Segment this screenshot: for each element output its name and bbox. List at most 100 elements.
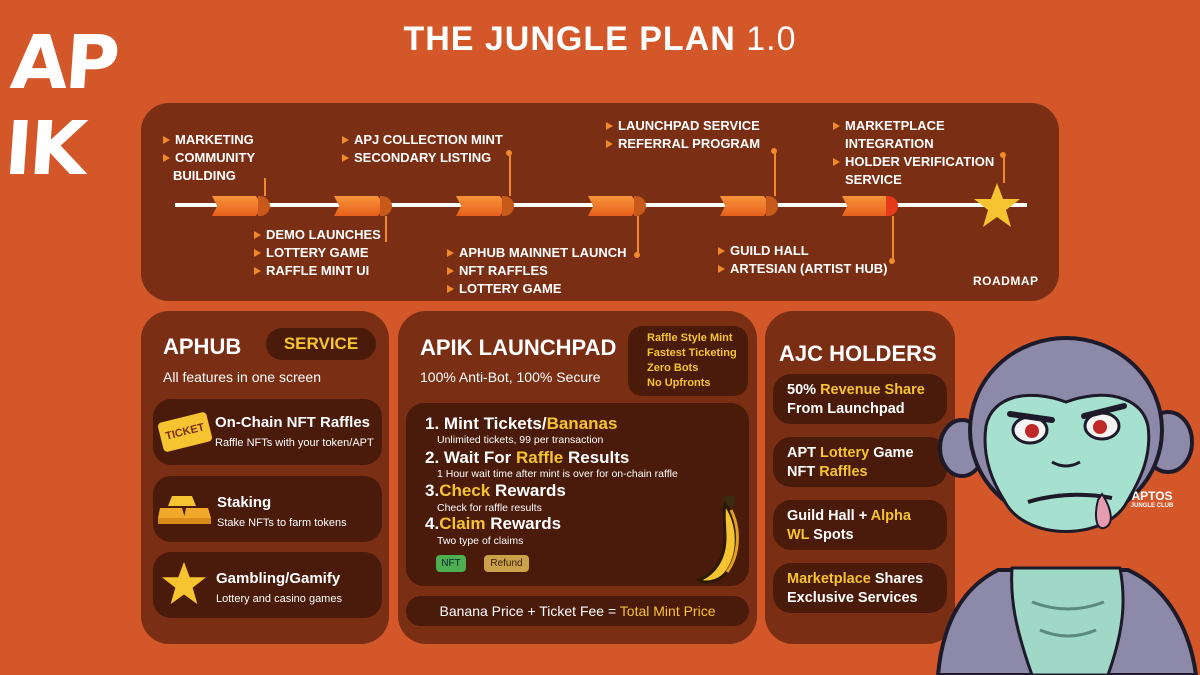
roadmap-item: ARTESIAN (ARTIST HUB) xyxy=(718,260,887,278)
launchpad-title: APIK LAUNCHPAD xyxy=(420,335,617,360)
timeline-connector xyxy=(637,216,639,254)
timeline-segment-cap xyxy=(886,196,898,216)
step-number: 3. xyxy=(425,481,440,500)
benefit-highlight: Revenue Share xyxy=(820,382,925,398)
ajc-title: AJC HOLDERS xyxy=(779,341,937,366)
step-highlight: Claim xyxy=(439,514,486,533)
benefit-highlight: Alpha WL xyxy=(787,508,911,543)
step-text: Wait For xyxy=(443,448,517,467)
ape-mascot-illustration xyxy=(935,336,1199,675)
benefit-text: 50% xyxy=(787,382,821,398)
launchpad-highlights: Raffle Style Mint Fastest Ticketing Zero… xyxy=(628,326,748,396)
roadmap-phase-2-list: DEMO LAUNCHES LOTTERY GAME RAFFLE MINT U… xyxy=(254,226,381,280)
brand-line-1: APTOS xyxy=(1131,489,1173,503)
step-highlight: Bananas xyxy=(546,414,618,433)
brand-line-2: JUNGLE CLUB xyxy=(1130,503,1174,509)
step-desc: Unlimited tickets, 99 per transaction xyxy=(437,434,604,446)
benefit-highlight: Raffles xyxy=(819,464,868,480)
logo-line-2: IK xyxy=(1,106,87,192)
roadmap-phase-6-list: GUILD HALL ARTESIAN (ARTIST HUB) xyxy=(718,242,887,278)
star-icon xyxy=(161,561,207,605)
formula-text: Banana Price + Ticket Fee = xyxy=(439,603,620,619)
step-desc: 1 Hour wait time after mint is over for … xyxy=(437,468,678,480)
timeline-segment xyxy=(720,196,772,216)
timeline-connector xyxy=(385,216,387,242)
highlight-item: No Upfronts xyxy=(647,377,711,389)
roadmap-item: MARKETPLACE xyxy=(833,117,994,135)
benefit-text: Guild Hall + xyxy=(787,508,871,524)
feature-title: Staking xyxy=(217,494,272,511)
benefit-text: From Launchpad xyxy=(787,401,905,417)
roadmap-item: SECONDARY LISTING xyxy=(342,149,503,167)
timeline-connector xyxy=(1003,155,1005,183)
benefit-text: APT xyxy=(787,445,821,461)
feature-desc: Stake NFTs to farm tokens xyxy=(217,517,347,529)
ajc-benefit-4: Marketplace Shares Exclusive Services xyxy=(773,563,947,613)
benefit-text: Shares Exclusive Services xyxy=(787,571,924,606)
timeline-dot xyxy=(634,252,640,258)
claim-nft-badge: NFT xyxy=(436,555,466,572)
step-desc: Two type of claims xyxy=(437,535,524,547)
step-text: Rewards xyxy=(490,481,566,500)
highlight-item: Zero Bots xyxy=(647,362,699,374)
roadmap-item: LOTTERY GAME xyxy=(447,280,627,298)
step-3: 3.Check Rewards xyxy=(425,481,566,501)
timeline-dot xyxy=(771,148,777,154)
roadmap-item: APHUB MAINNET LAUNCH xyxy=(447,244,627,262)
timeline-dot xyxy=(506,150,512,156)
step-1: 1. Mint Tickets/Bananas xyxy=(425,414,617,434)
roadmap-phase-1-list: MARKETING COMMUNITY BUILDING xyxy=(163,131,255,185)
banana-icon xyxy=(695,496,739,584)
roadmap-item-continued: SERVICE xyxy=(845,172,902,187)
mint-price-formula: Banana Price + Ticket Fee = Total Mint P… xyxy=(406,596,749,626)
roadmap-item-continued: INTEGRATION xyxy=(845,136,934,151)
timeline-connector xyxy=(774,150,776,196)
roadmap-item: COMMUNITY xyxy=(163,149,255,167)
service-badge: SERVICE xyxy=(266,328,376,360)
timeline-segment xyxy=(456,196,508,216)
roadmap-item: REFERRAL PROGRAM xyxy=(606,135,760,153)
aphub-subtitle: All features in one screen xyxy=(163,369,321,385)
step-desc: Check for raffle results xyxy=(437,502,542,514)
timeline-segment xyxy=(588,196,640,216)
timeline-segment-cap xyxy=(502,196,514,216)
step-text: Rewards xyxy=(485,514,562,533)
page-title: THE JUNGLE PLAN 1.0 xyxy=(0,20,1200,59)
formula-total: Total Mint Price xyxy=(619,603,716,619)
feature-title: Gambling/Gamify xyxy=(216,570,341,587)
timeline-segment-cap xyxy=(380,196,392,216)
feature-desc: Raffle NFTs with your token/APT xyxy=(215,437,374,449)
step-highlight: Raffle xyxy=(516,448,564,467)
roadmap-phase-3-list: APJ COLLECTION MINT SECONDARY LISTING xyxy=(342,131,503,167)
timeline-segment-cap xyxy=(766,196,778,216)
benefit-highlight: Marketplace xyxy=(787,571,871,587)
roadmap-item: GUILD HALL xyxy=(718,242,887,260)
feature-title: On-Chain NFT Raffles xyxy=(215,414,371,431)
gold-bars-icon xyxy=(158,496,211,524)
roadmap-phase-4-list: APHUB MAINNET LAUNCH NFT RAFFLES LOTTERY… xyxy=(447,244,627,298)
timeline-segment xyxy=(212,196,264,216)
ajc-benefit-1: 50% Revenue Share From Launchpad xyxy=(773,374,947,424)
roadmap-item: HOLDER VERIFICATION xyxy=(833,153,994,171)
claim-refund-badge: Refund xyxy=(484,555,529,572)
ajc-benefit-3: Guild Hall + Alpha WL Spots xyxy=(773,500,947,550)
timeline-segment xyxy=(334,196,386,216)
launchpad-subtitle: 100% Anti-Bot, 100% Secure xyxy=(420,369,601,385)
roadmap-item: NFT RAFFLES xyxy=(447,262,627,280)
highlight-item: Raffle Style Mint xyxy=(647,332,733,344)
roadmap-phase-5-list: LAUNCHPAD SERVICE REFERRAL PROGRAM xyxy=(606,117,760,153)
title-text: THE JUNGLE PLAN xyxy=(403,20,736,58)
timeline-connector xyxy=(509,152,511,196)
benefit-highlight: Lottery xyxy=(820,445,870,461)
step-number: 2. xyxy=(425,448,440,467)
step-number: 1. xyxy=(425,414,440,433)
timeline-connector xyxy=(264,178,266,196)
roadmap-item: MARKETING xyxy=(163,131,255,149)
benefit-text: Spots xyxy=(809,527,854,543)
goal-star-icon xyxy=(974,183,1020,227)
timeline-segment xyxy=(842,196,894,216)
highlight-item: Fastest Ticketing xyxy=(647,347,737,359)
timeline-dot xyxy=(889,258,895,264)
title-version: 1.0 xyxy=(746,20,797,58)
feature-desc: Lottery and casino games xyxy=(216,593,342,605)
